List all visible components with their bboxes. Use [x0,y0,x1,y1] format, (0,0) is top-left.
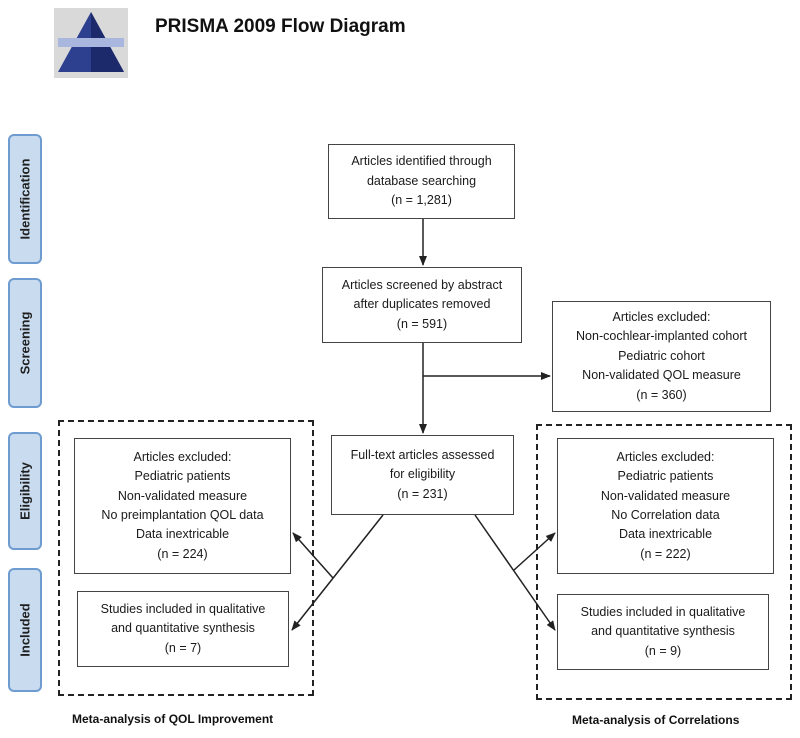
box-line: Full-text articles assessed [350,447,495,462]
caption-qol: Meta-analysis of QOL Improvement [72,712,274,726]
box-line: database searching [366,173,477,188]
box-count: (n = 7) [164,640,202,655]
page-title: PRISMA 2009 Flow Diagram [155,16,406,37]
identified-box: Articles identified through database sea… [328,144,515,219]
box-count: (n = 9) [644,643,682,658]
fulltext-box: Full-text articles assessed for eligibil… [331,435,514,515]
box-line: Pediatric patients [134,469,231,484]
arrow-branch-to-excluded-qol [292,532,334,579]
box-line: Non-cochlear-implanted cohort [576,329,747,344]
excluded-qol-box: Articles excluded: Pediatric patients No… [74,438,291,574]
stage-included: Included [8,568,42,692]
caption-correlations: Meta-analysis of Correlations [572,713,740,727]
arrow-fulltext-to-included-qol [291,514,384,631]
qol-analysis-group [58,420,314,696]
box-count: (n = 1,281) [391,193,452,208]
box-line: for eligibility [389,467,456,482]
box-line: No Correlation data [611,508,720,522]
stage-identification: Identification [8,134,42,264]
arrow-fulltext-to-included-corr [474,514,556,631]
box-line: Articles screened by abstract [341,277,503,292]
prisma-logo-graphic [54,8,128,78]
box-count: (n = 224) [157,546,208,561]
excluded-screening-box: Articles excluded: Non-cochlear-implante… [552,301,771,412]
box-line: Data inextricable [135,527,230,542]
box-line: Studies included in qualitative [580,604,746,619]
prisma-logo [54,8,128,78]
box-line: Non-validated QOL measure [582,368,741,383]
box-count: (n = 222) [640,546,691,561]
screened-box: Articles screened by abstract after dupl… [322,267,522,343]
box-count: (n = 231) [397,486,448,501]
stage-screening: Screening [8,278,42,408]
box-line: after duplicates removed [353,297,491,312]
stage-eligibility: Eligibility [8,432,42,550]
box-line: Pediatric patients [617,469,714,484]
box-line: Articles excluded: [133,449,232,464]
box-line: Data inextricable [618,527,713,542]
box-line: Pediatric cohort [618,348,705,363]
box-line: No preimplantation QOL data [101,508,264,522]
box-line: Articles excluded: [616,449,715,464]
box-line: Non-validated measure [600,488,731,503]
box-line: Studies included in qualitative [100,601,266,616]
correlation-analysis-group [536,424,792,700]
excluded-correlation-box: Articles excluded: Pediatric patients No… [557,438,774,574]
included-qol-box: Studies included in qualitative and quan… [77,591,289,667]
box-line: and quantitative synthesis [111,621,255,636]
box-count: (n = 360) [636,387,687,402]
box-line: Non-validated measure [117,488,248,503]
arrow-branch-to-excluded-corr [513,532,556,571]
box-line: and quantitative synthesis [591,624,735,639]
box-count: (n = 591) [396,316,448,331]
box-line: Articles excluded: [612,310,711,325]
box-line: Articles identified through [351,154,492,169]
included-correlation-box: Studies included in qualitative and quan… [557,594,769,670]
